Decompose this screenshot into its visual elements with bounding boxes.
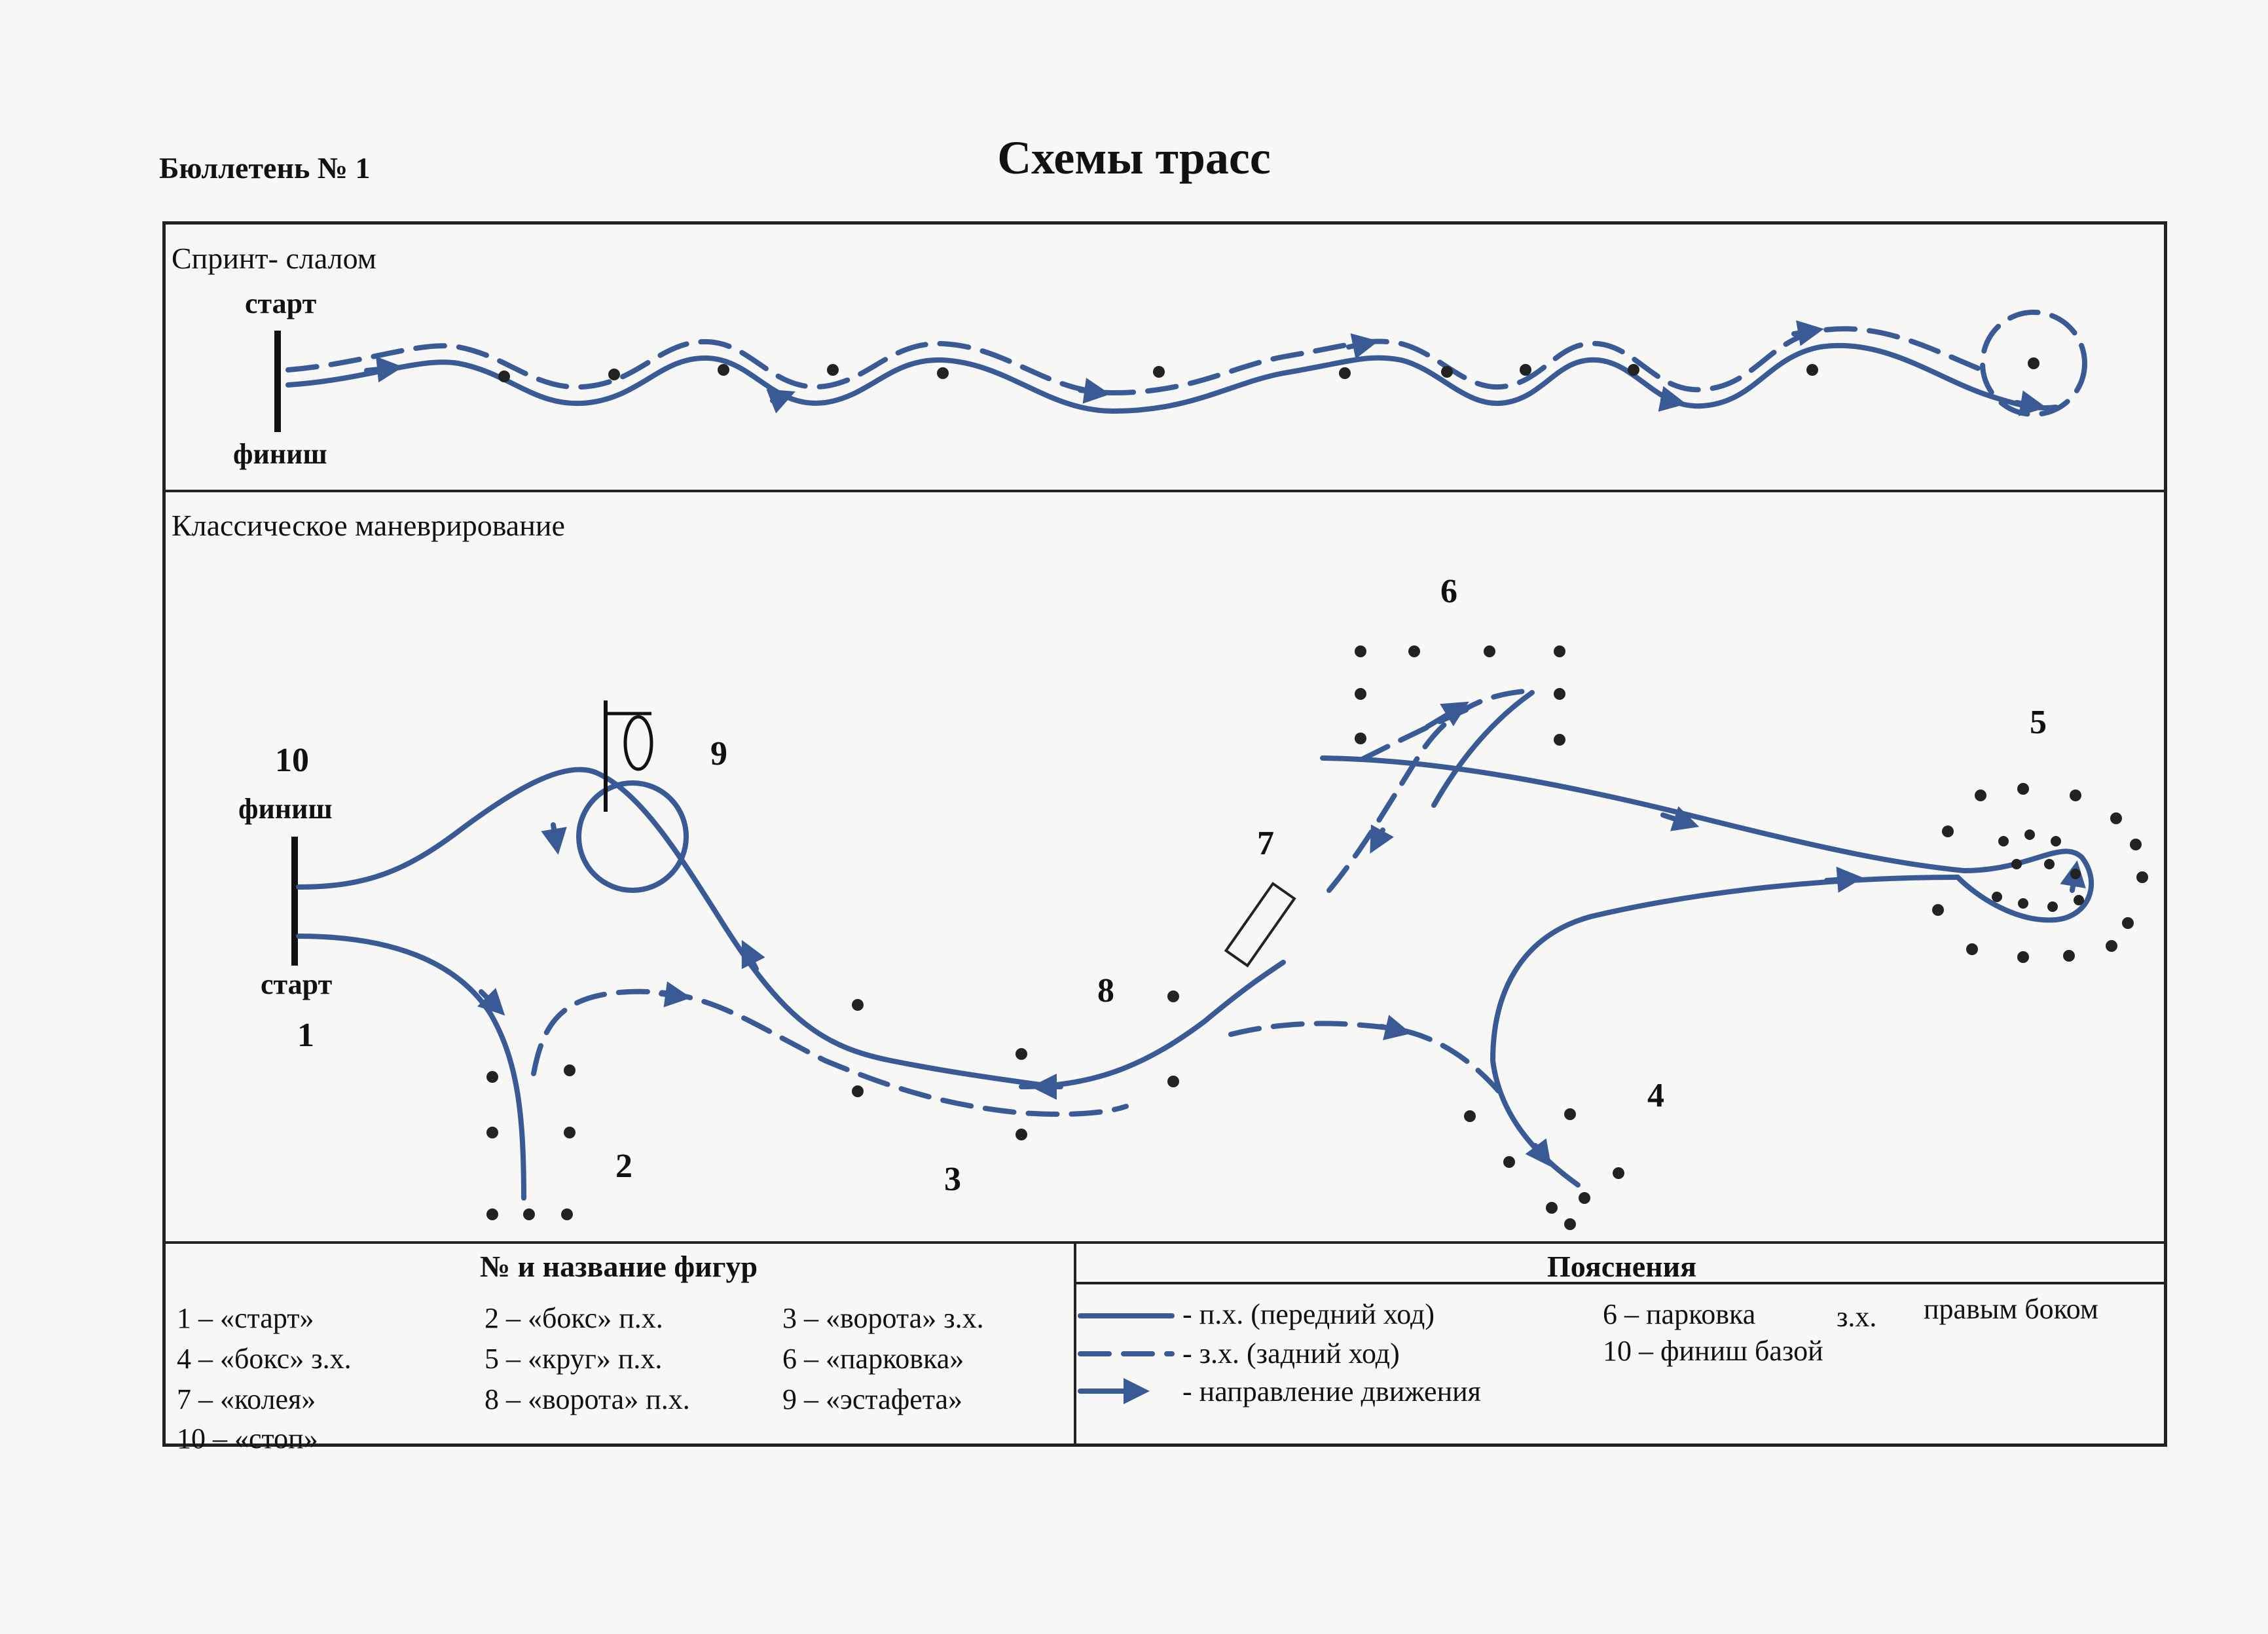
figure-3-cones — [852, 999, 1027, 1140]
classic-path-3-8-7 — [1019, 960, 1286, 1089]
sprint-start-label: старт — [245, 287, 317, 319]
figure-item-8: 8 – «ворота» п.х. — [485, 1383, 690, 1415]
label-6: 6 — [1440, 573, 1457, 610]
label-8: 8 — [1097, 972, 1114, 1009]
label-5: 5 — [2030, 704, 2047, 741]
classic-reverse-7-6 — [1326, 688, 1535, 893]
legend-parking-side: правым боком — [1924, 1293, 2098, 1325]
classic-forward-6-exit — [1431, 690, 1535, 808]
classic-reverse-8-4 — [1228, 1021, 1509, 1102]
figure-7-plank — [1224, 881, 1296, 968]
label-9: 9 — [710, 735, 727, 772]
label-start: старт — [261, 968, 333, 1000]
legend-samples — [1078, 1313, 1175, 1404]
classic-path-finish-9-3 — [296, 767, 1057, 1089]
figure-9-ring — [623, 715, 653, 771]
label-2: 2 — [615, 1148, 632, 1185]
page-title: Схемы трасс — [997, 132, 1271, 184]
classic-course: 10 финиш старт 1 9 7 8 6 — [238, 573, 2148, 1230]
figure-item-9: 9 – «эстафета» — [782, 1383, 963, 1415]
label-3: 3 — [944, 1161, 961, 1198]
sprint-turn-circle — [1980, 310, 2087, 417]
legend-finish-base: 10 – финиш базой — [1603, 1335, 1823, 1367]
figure-item-5: 5 – «круг» п.х. — [485, 1343, 663, 1375]
legend-direction-text: - направление движения — [1182, 1375, 1481, 1407]
explanations-header: Пояснения — [1546, 1250, 1697, 1283]
figure-2-cones — [486, 1064, 576, 1220]
divider-explanations-header — [1074, 1282, 2167, 1284]
classic-parking-reverse — [1359, 704, 1476, 762]
legend-forward-text: - п.х. (передний ход) — [1182, 1298, 1435, 1330]
label-4: 4 — [1647, 1077, 1664, 1114]
divider-legend — [162, 1241, 2167, 1244]
bulletin-number: Бюллетень № 1 — [159, 151, 371, 185]
scheme-frame — [162, 221, 2167, 1447]
label-7: 7 — [1257, 825, 1274, 862]
classic-title: Классическое маневрирование — [172, 509, 565, 542]
legend-parking: 6 – парковка — [1603, 1298, 1756, 1330]
figure-9-circle — [576, 780, 689, 893]
sprint-slalom-course: старт финиш — [233, 287, 2087, 470]
figures-header: № и название фигур — [479, 1250, 758, 1283]
legend-parking-zx: з.х. — [1837, 1301, 1877, 1333]
classic-reverse-2-to-3 — [531, 989, 1129, 1117]
classic-forward-5-4 — [1490, 875, 1960, 1188]
label-1: 1 — [297, 1017, 314, 1054]
label-10: 10 — [275, 742, 309, 779]
figure-4-cones — [1464, 1108, 1624, 1230]
figure-8-cones — [1167, 990, 1179, 1087]
figure-item-10: 10 – «стоп» — [177, 1423, 318, 1455]
figure-item-6: 6 – «парковка» — [782, 1343, 964, 1375]
classic-path-start-2 — [296, 934, 526, 1201]
figure-item-7: 7 – «колея» — [177, 1383, 316, 1415]
divider-sprint — [162, 490, 2167, 492]
figure-item-1: 1 – «старт» — [177, 1302, 314, 1334]
classic-forward-6-5 — [1320, 755, 2094, 923]
figure-6-cones — [1355, 645, 1565, 746]
figure-item-2: 2 – «бокс» п.х. — [485, 1302, 663, 1334]
divider-legend-columns — [1074, 1241, 1076, 1447]
figure-item-3: 3 – «ворота» з.х. — [782, 1302, 984, 1334]
sprint-reverse-path — [285, 326, 1993, 396]
figure-5-cones — [1932, 783, 2148, 963]
figure-item-4: 4 – «бокс» з.х. — [177, 1343, 352, 1375]
sprint-finish-label: финиш — [233, 438, 327, 470]
sprint-title: Спринт- слалом — [172, 242, 376, 275]
label-finish: финиш — [238, 793, 333, 825]
legend-reverse-text: - з.х. (задний ход) — [1182, 1337, 1400, 1370]
sprint-forward-path — [285, 342, 2058, 414]
sprint-cones — [498, 357, 2039, 382]
